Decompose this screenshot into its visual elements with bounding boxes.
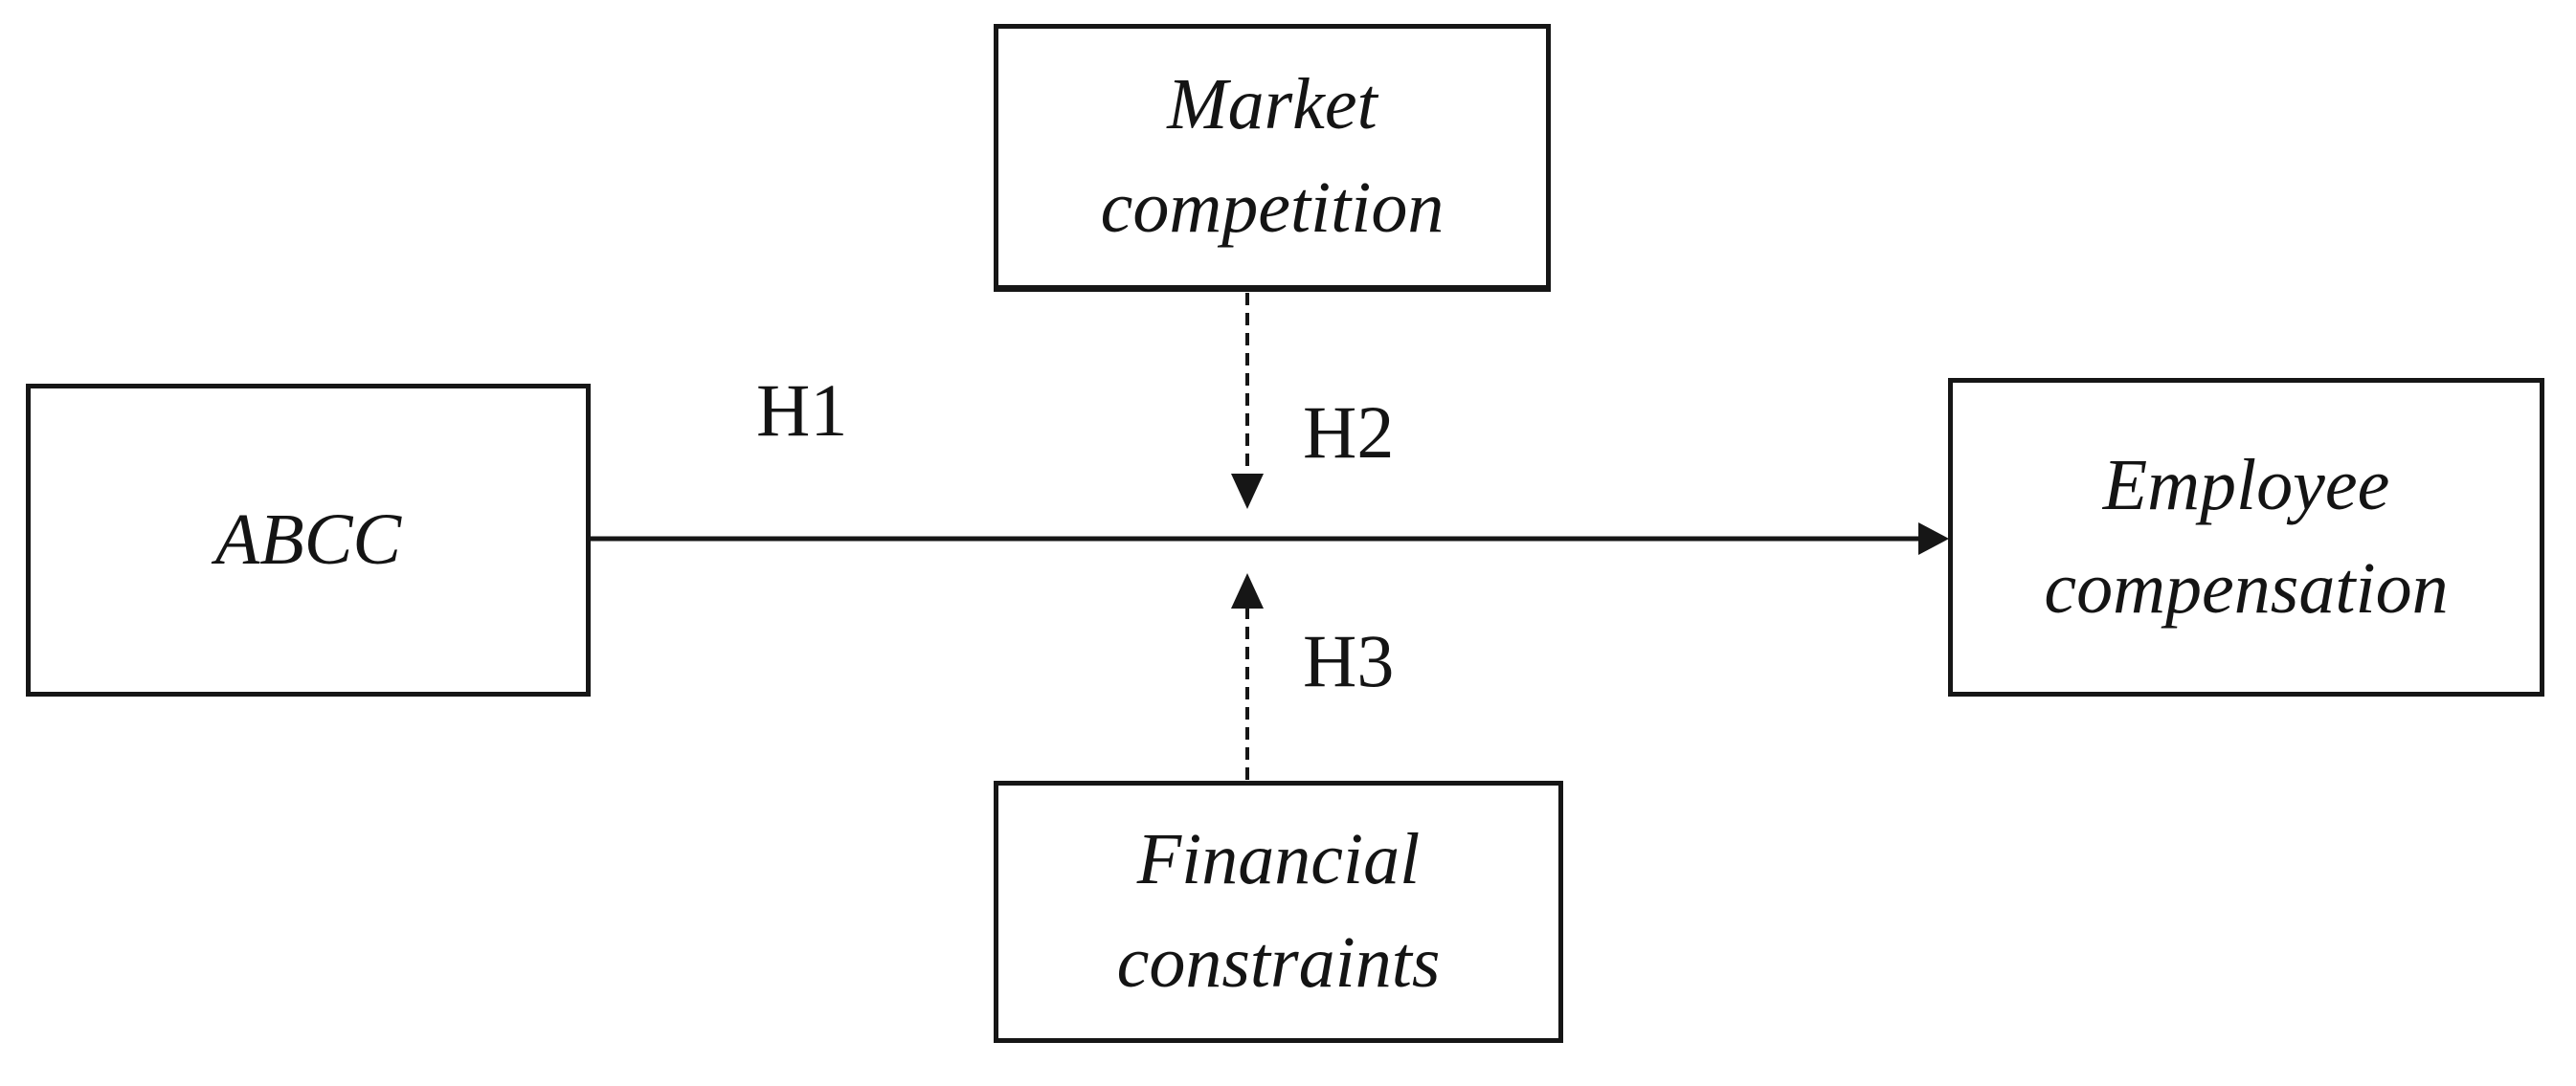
node-market-competition: Market competition: [994, 24, 1551, 292]
edge-label-h2: H2: [1303, 390, 1395, 474]
node-abcc: ABCC: [26, 384, 591, 697]
node-abcc-label: ABCC: [214, 499, 402, 580]
h2-arrowhead: [1231, 474, 1264, 509]
h1-arrowhead: [1918, 522, 1949, 555]
node-financial-constraints: Financial constraints: [994, 781, 1563, 1043]
edge-label-h3: H3: [1303, 619, 1395, 702]
h3-arrowhead: [1231, 573, 1264, 609]
node-financial-constraints-label: Financial constraints: [1116, 819, 1441, 1003]
edge-label-h1: H1: [756, 368, 848, 452]
node-employee-compensation: Employee compensation: [1948, 378, 2544, 697]
node-employee-compensation-label: Employee compensation: [2044, 444, 2449, 629]
node-market-competition-label: Market competition: [1100, 64, 1445, 248]
